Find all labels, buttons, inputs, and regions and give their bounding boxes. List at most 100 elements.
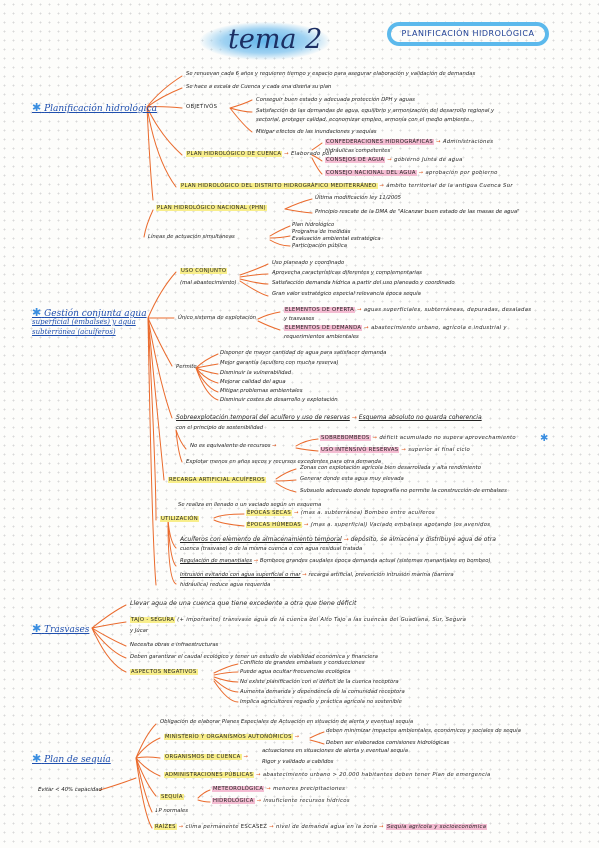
note-line: Puede agua ocultar frecuencias ecológica bbox=[240, 669, 351, 675]
subheading-organismos-cuenca: ORGANISMOS DE CUENCA → bbox=[164, 754, 249, 760]
note-line: METEOROLÓGICA → menores precipitaciones bbox=[212, 786, 346, 792]
subheading-utilizacion: UTILIZACIÓN bbox=[160, 516, 200, 522]
star-icon: ✱ bbox=[32, 306, 42, 319]
note-line: Mejor garantía (acuífero con mucha reser… bbox=[220, 360, 339, 366]
note-line: Obligación de elaborar Planes Especiales… bbox=[160, 719, 414, 725]
subheading-objetivos: OBJETIVOS bbox=[186, 104, 218, 110]
subheading-plan-nacional: PLAN HIDROLÓGICO NACIONAL (PHN) bbox=[156, 205, 267, 211]
note-line: con el principio de sostenibilidad bbox=[176, 425, 264, 431]
note-line: Plan hidrológico bbox=[292, 222, 335, 228]
section-heading-gestion-line3: subterránea (acuíferos) bbox=[32, 328, 116, 336]
note-line: Conseguir buen estado y adecuada protecc… bbox=[256, 97, 415, 103]
note-line: Gran valor estratégico especial relevanc… bbox=[272, 291, 421, 297]
note-line: actuaciones en situaciones de alerta y e… bbox=[262, 748, 409, 754]
subheading-lineas: Líneas de actuación simultáneas bbox=[148, 234, 235, 240]
note-line: Aumenta demanda y dependencia de la comu… bbox=[240, 689, 405, 695]
topic-badge: PLANIFICACIÓN HIDROLÓGICA bbox=[387, 22, 549, 46]
note-line: y Júcar bbox=[130, 628, 149, 634]
note-line: Acuíferos con elemento de almacenamiento… bbox=[180, 536, 496, 543]
note-line: Llevar agua de una cuenca que tiene exce… bbox=[130, 600, 357, 607]
note-line: Conflicto de grandes embalses y conducci… bbox=[240, 660, 365, 666]
section-heading-gestion: ✱ Gestión conjunta agua bbox=[32, 306, 147, 319]
subheading-ministerio: MINISTERIO Y ORGANISMOS AUTONÓMICOS → bbox=[164, 734, 300, 740]
subheading-administraciones: ADMINISTRACIONES PÚBLICAS → abastecimien… bbox=[164, 772, 491, 778]
subheading-permite: Permite bbox=[176, 364, 197, 370]
note-line: hidráulica) reduce agua requerida bbox=[180, 582, 271, 588]
note-line: Explotar menos en años secos y recursos … bbox=[186, 459, 382, 465]
star-icon: ✱ bbox=[540, 433, 549, 444]
note-line: Zonas con explotación agrícola bien desa… bbox=[300, 465, 481, 471]
note-line: ÉPOCAS SECAS → (mas a. subterránea) Bomb… bbox=[246, 510, 435, 516]
note-line: Se hace a escala de Cuenca y cada una di… bbox=[186, 84, 332, 90]
note-line: Se renuevan cada 6 años y requieren tiem… bbox=[186, 71, 476, 77]
subheading-plan-cuenca: PLAN HIDROLÓGICO DE CUENCA → Elaborado p… bbox=[186, 151, 333, 157]
note-line: deben minimizar impactos ambientales, ec… bbox=[326, 728, 521, 734]
section-heading-plan-sequia: ✱ Plan de sequía bbox=[32, 752, 111, 765]
note-line: Satisfacción de las demandas de agua, eq… bbox=[256, 108, 495, 114]
title-highlight bbox=[200, 22, 330, 60]
note-line: Principio rescate de la DMA de "Alcanzar… bbox=[315, 209, 520, 215]
note-line: Necesita obras e infraestructuras bbox=[130, 642, 219, 648]
note-line: Generar donde esta agua muy elevada bbox=[300, 476, 404, 482]
note-line: HIDROLÓGICA → insuficiente recursos hídr… bbox=[212, 798, 350, 804]
section-heading-planificacion: ✱ Planificación hidrológica bbox=[32, 101, 157, 114]
note-line: cuenca (trasvase) o de la misma cuenca o… bbox=[180, 546, 363, 552]
subheading-sobreexplotacion: Sobreexplotación temporal del acuífero y… bbox=[176, 414, 482, 421]
note-line: Se realiza en llenado o un vaciado según… bbox=[178, 502, 322, 508]
note-line: Disminuir la vulnerabilidad bbox=[220, 370, 292, 376]
note-line: ↓P normales bbox=[154, 808, 188, 814]
note-line: Mitigar efectos de las inundaciones y se… bbox=[256, 129, 377, 135]
note-line: Regulación de manantiales → Bombeos gran… bbox=[180, 558, 491, 564]
note-line: Programa de medidas bbox=[292, 229, 351, 235]
subheading-sequia: SEQUÍA bbox=[160, 794, 184, 800]
note-line: Deben ser elaborados comisiones hidrológ… bbox=[326, 740, 450, 746]
note-line: SOBREBOMBEOS → déficit acumulado no supe… bbox=[320, 435, 516, 441]
note-line: Rigor y validado a cabildos bbox=[262, 759, 334, 765]
note-line: Evaluación ambiental estratégica bbox=[292, 236, 381, 242]
note-line: ELEMENTOS DE OFERTA → aguas superficiale… bbox=[284, 307, 532, 313]
note-line: CONSEJO NACIONAL DEL AGUA → aprobación p… bbox=[325, 170, 498, 176]
page-title: tema 2 bbox=[228, 24, 323, 55]
note-line: Deben garantizar el caudal ecológico y t… bbox=[130, 654, 378, 660]
subheading-recarga: RECARGA ARTIFICIAL ACUÍFEROS bbox=[168, 477, 266, 483]
note-line: No existe planificación con el déficit d… bbox=[240, 679, 399, 685]
star-icon: ✱ bbox=[32, 101, 42, 114]
title-block: tema 2 bbox=[200, 14, 330, 64]
star-icon: ✱ bbox=[32, 622, 42, 635]
note-line: CONFEDERACIONES HIDROGRÁFICAS → Administ… bbox=[325, 139, 494, 145]
star-icon: ✱ bbox=[32, 752, 42, 765]
subheading-sistema: Único sistema de explotación bbox=[178, 315, 257, 321]
note-line: No es equivalente de recursos → bbox=[190, 443, 277, 449]
note-line: CONSEJOS DE AGUA → gobierno Junta de agu… bbox=[325, 157, 463, 163]
note-line: Mitigar problemas ambientales bbox=[220, 388, 303, 394]
note-line: Disponer de mayor cantidad de agua para … bbox=[220, 350, 387, 356]
note-line: Última modificación ley 11/2005 bbox=[315, 195, 402, 201]
note-line: Participación pública bbox=[292, 243, 348, 249]
note-line: Implica agricultores regadío y práctica … bbox=[240, 699, 402, 705]
note-line: requerimientos ambientales bbox=[284, 334, 359, 340]
subheading-aspectos-negativos: ASPECTOS NEGATIVOS bbox=[130, 669, 198, 675]
note-line: Satisfacción demanda hídrica a partir de… bbox=[272, 280, 455, 286]
section-heading-trasvases: ✱ Trasvases bbox=[32, 622, 90, 635]
subheading-plan-demarcacion: PLAN HIDROLÓGICO DEL DISTRITO HIDROGRÁFI… bbox=[180, 183, 513, 189]
note-line: Aprovecha características diferentes y c… bbox=[272, 270, 422, 276]
note-line: Mejorar calidad del agua bbox=[220, 379, 286, 385]
note-line: ELEMENTOS DE DEMANDA → abastecimiento ur… bbox=[284, 325, 507, 331]
note-line: y trasvases bbox=[284, 316, 315, 322]
subheading-uso-conjunto: USO CONJUNTO bbox=[180, 268, 228, 274]
note-line: Subsuelo adecuado donde topografía no pe… bbox=[300, 488, 507, 494]
note-line: hidráulicas competentes bbox=[325, 148, 391, 154]
note-line: ÉPOCAS HÚMEDAS → (mas a. superficial) Va… bbox=[246, 522, 491, 528]
section-heading-text: Planificación hidrológica bbox=[44, 104, 157, 114]
subheading-raices: RAÍZES → clima permanente ESCASEZ → nive… bbox=[154, 824, 488, 830]
note-line: Intrusión evitando con agua superficial … bbox=[180, 572, 454, 578]
note-line: (mal abastecimiento) bbox=[180, 280, 237, 286]
note-line: USO INTENSIVO RESERVAS → superior al fin… bbox=[320, 447, 471, 453]
note-line: Uso planeado y coordinado bbox=[272, 260, 345, 266]
section-heading-gestion-line2: superficial (embalses) y agua bbox=[32, 318, 136, 326]
note-line: Evitar < 40% capacidad bbox=[38, 787, 102, 793]
subheading-tajo-segura: TAJO - SEGURA (+ importante) transvase a… bbox=[130, 617, 467, 623]
note-line: Disminuir costes de desarrollo y explota… bbox=[220, 397, 338, 403]
note-line: sectorial, proteger calidad, economizar … bbox=[256, 117, 475, 123]
